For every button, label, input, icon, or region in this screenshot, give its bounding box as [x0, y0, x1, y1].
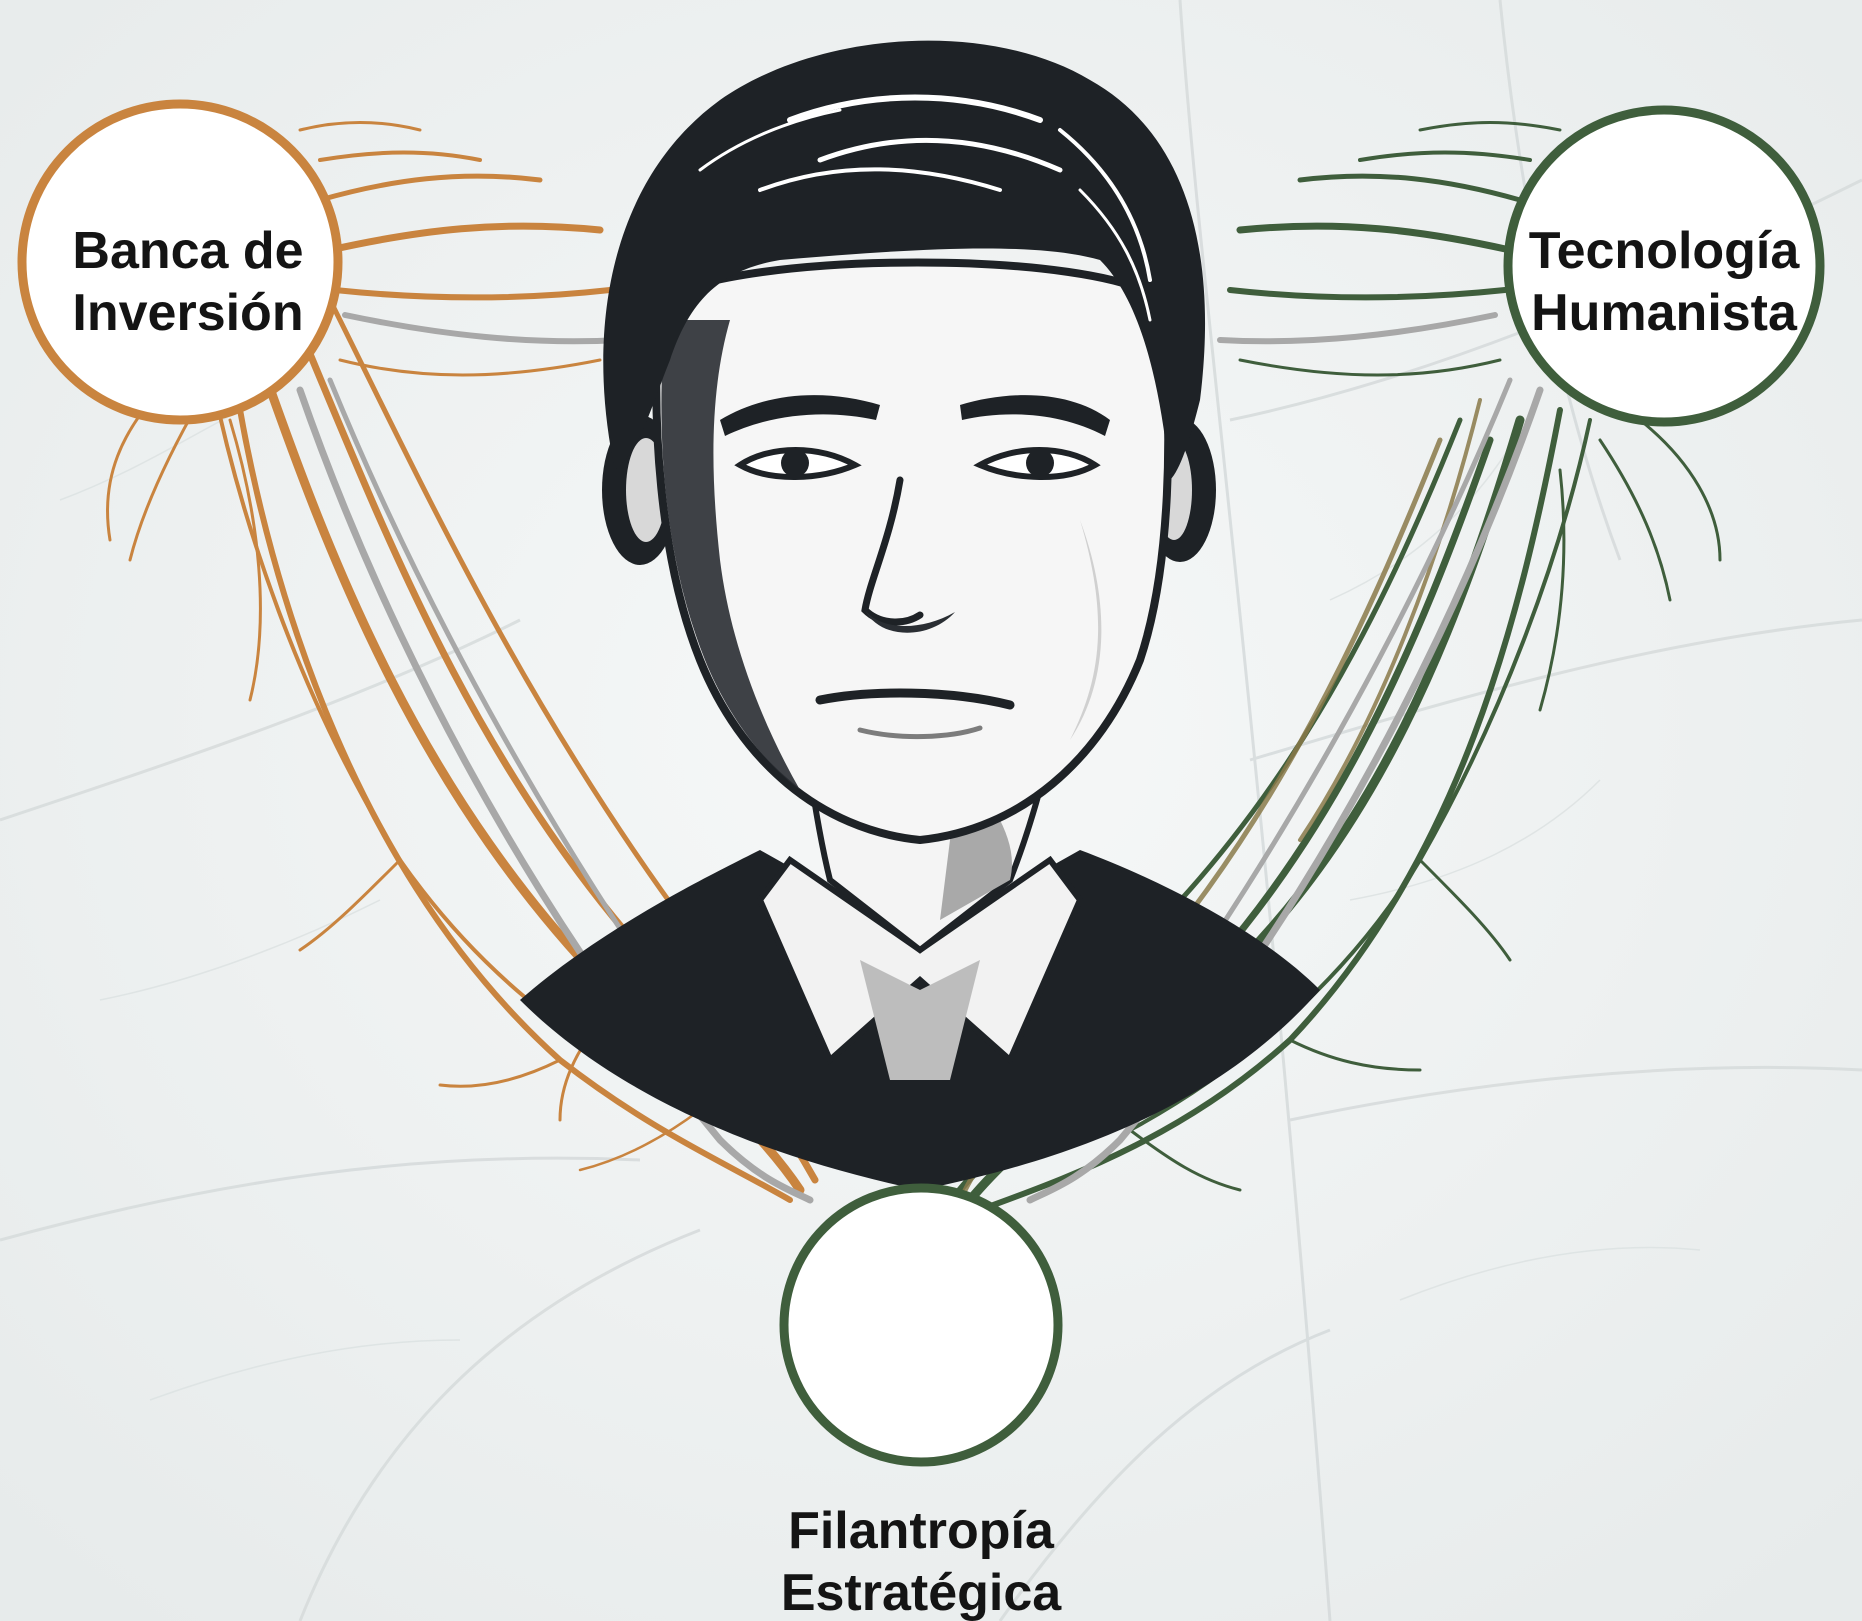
node-banking: Banca de Inversión — [22, 104, 338, 420]
philanthropy-label-line2: Estratégica — [781, 1564, 1062, 1621]
technology-label-line2: Humanista — [1531, 284, 1798, 342]
node-technology: Tecnología Humanista — [1508, 110, 1820, 422]
node-philanthropy: Filantropía Estratégica — [781, 1188, 1062, 1621]
philanthropy-label-line1: Filantropía — [788, 1502, 1055, 1560]
philanthropy-circle — [784, 1188, 1058, 1462]
technology-label-line1: Tecnología — [1529, 222, 1801, 280]
left-iris — [781, 449, 809, 477]
banking-label-line1: Banca de — [72, 222, 303, 280]
right-iris — [1026, 449, 1054, 477]
banking-label-line2: Inversión — [72, 284, 303, 342]
